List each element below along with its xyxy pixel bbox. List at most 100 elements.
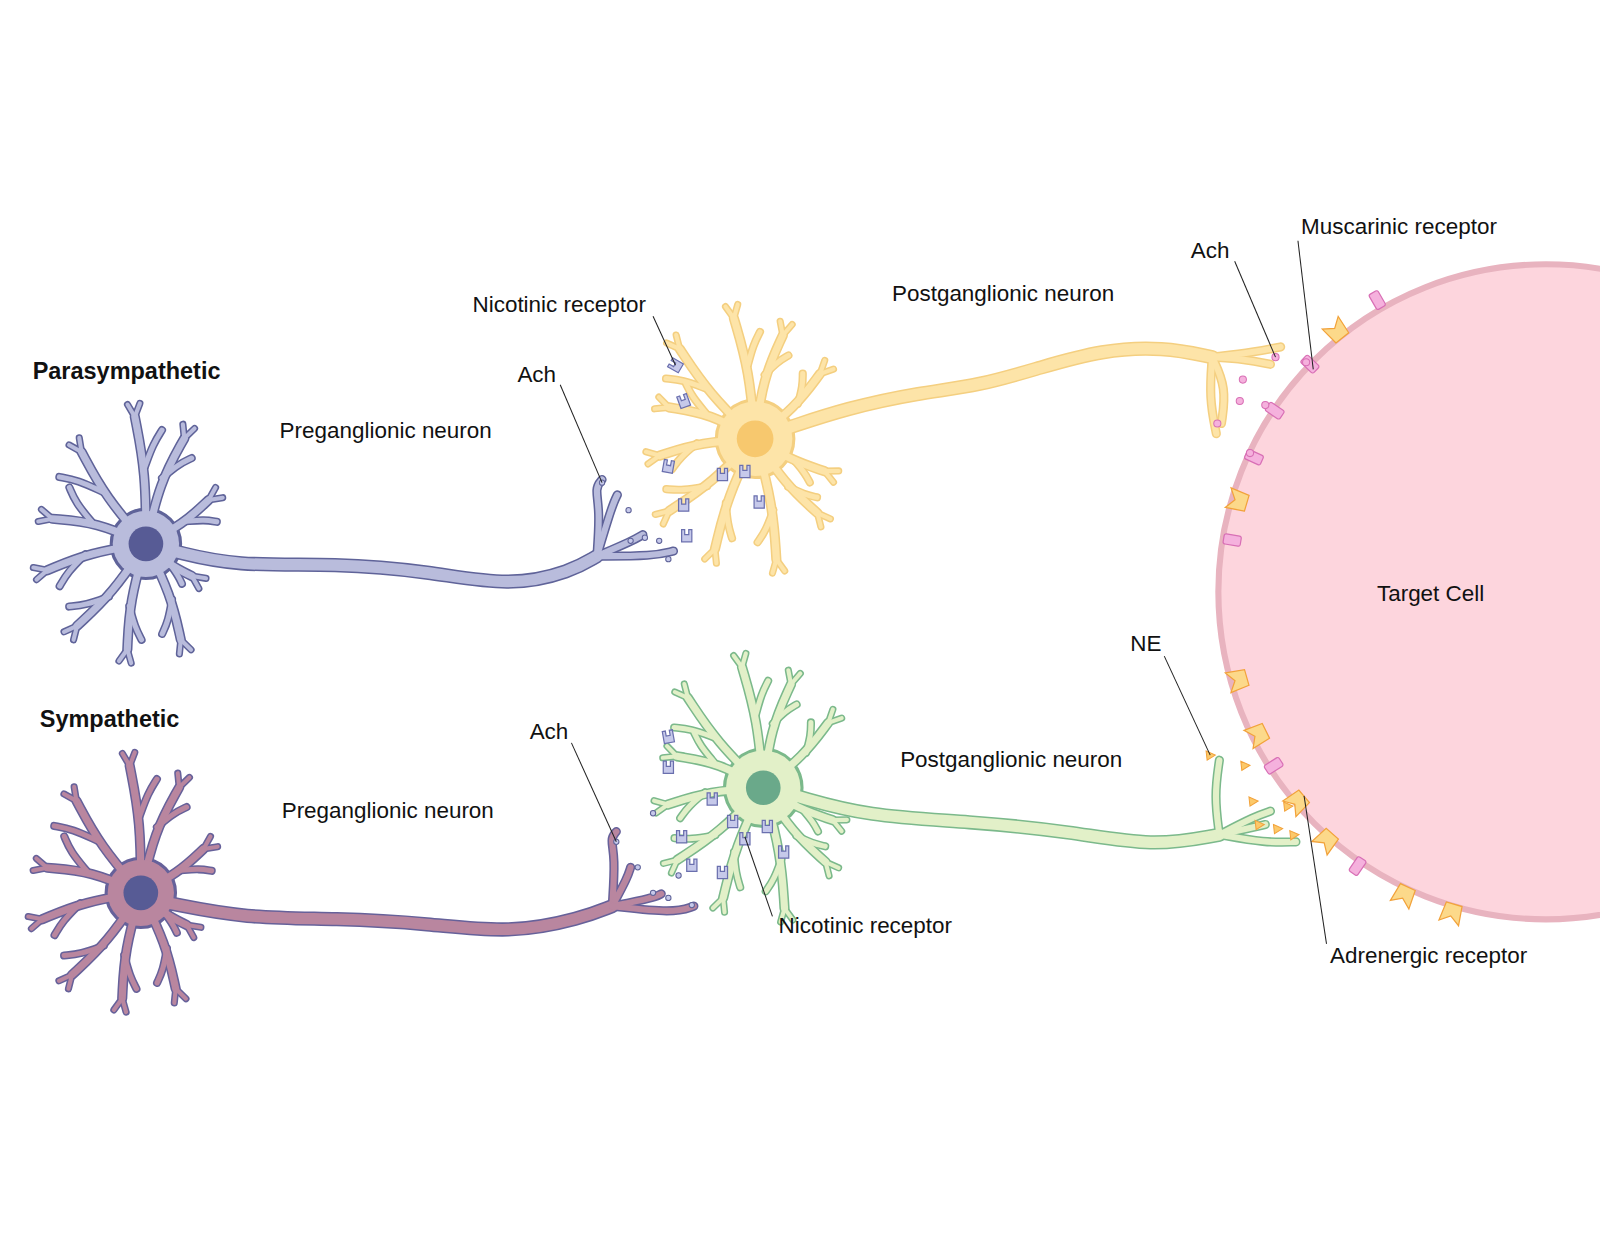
neurite-outline [786, 349, 1213, 429]
leader-line [1304, 796, 1326, 944]
muscarinic-receptor [1244, 449, 1264, 466]
target-cell: Target Cell [1214, 260, 1600, 923]
neurite-outline [119, 649, 127, 661]
neurite-outline [168, 903, 612, 929]
neurite [64, 626, 77, 632]
ach-molecule [1246, 449, 1253, 456]
neurite [826, 862, 830, 876]
neurite [174, 989, 175, 1003]
neurite [783, 324, 792, 335]
adrenergic-receptor [1390, 883, 1417, 909]
neurite [817, 513, 821, 527]
division-heading: Parasympathetic [33, 360, 221, 383]
neurite-outline [1216, 760, 1219, 834]
adrenergic-receptor [1244, 722, 1270, 749]
neurite [773, 704, 797, 723]
part-label: Postganglionic neuron [900, 749, 1122, 771]
neuron [28, 752, 694, 1012]
muscarinic-receptor [1348, 856, 1366, 876]
neurite [187, 925, 194, 937]
neurite [765, 356, 789, 375]
neurite [734, 852, 740, 887]
neurite [772, 559, 776, 573]
neurite [119, 649, 127, 661]
neurite-outline [783, 324, 792, 335]
neurite [803, 810, 818, 831]
neurite [672, 443, 697, 469]
neurite [186, 520, 217, 522]
neurite-outline [74, 787, 76, 801]
part-label: Postganglionic neuron [892, 283, 1114, 305]
neurite-outline [742, 653, 746, 667]
neurite [69, 487, 91, 521]
neuron [654, 653, 1296, 922]
neurite [788, 487, 817, 497]
soma [726, 751, 800, 825]
ne-molecule [1206, 751, 1215, 760]
neurite [795, 462, 810, 483]
neurite [655, 511, 669, 515]
ach-molecule [666, 895, 671, 900]
neurite [157, 948, 167, 982]
neurite-outline [174, 989, 175, 1003]
neurite [135, 403, 140, 416]
neurite [798, 373, 803, 403]
nucleus [746, 770, 781, 805]
nucleus [123, 876, 158, 911]
neurite-outline [796, 796, 1219, 842]
neurite [36, 858, 47, 867]
leader-line [560, 385, 602, 483]
neurite [140, 779, 157, 816]
cell-membrane [1218, 264, 1600, 919]
neurite [33, 568, 47, 571]
neurite [192, 576, 199, 588]
neurite [69, 597, 109, 607]
part-label: Nicotinic receptor [779, 914, 952, 936]
nucleus [129, 527, 164, 562]
adrenergic-receptor [1312, 827, 1340, 855]
neurite [59, 975, 72, 981]
neurite [54, 826, 97, 841]
neurite-outline [756, 681, 768, 715]
neurite-outline [130, 752, 135, 765]
neurite [786, 349, 1213, 429]
neurite-outline [1219, 835, 1296, 842]
division-heading: Sympathetic [40, 708, 180, 731]
neurite-outline [181, 869, 212, 871]
muscarinic-receptor [1223, 534, 1242, 547]
neurite [55, 903, 81, 935]
nicotinic-receptor [717, 866, 727, 878]
neurite [124, 955, 136, 989]
neurite [166, 915, 177, 932]
nicotinic-receptor [662, 730, 674, 744]
neurite-outline [772, 559, 776, 573]
muscarinic-receptor [1300, 354, 1320, 373]
adrenergic-receptor [1225, 488, 1249, 513]
neurite [663, 860, 677, 864]
part-label: Ach [517, 363, 556, 385]
neurite-outline [666, 486, 707, 490]
neurite [79, 438, 81, 452]
ne-molecule [1284, 802, 1293, 811]
neurite [64, 946, 104, 956]
ne-molecule [1273, 824, 1282, 833]
ach-molecule [650, 890, 655, 895]
neurite-outline [654, 801, 668, 805]
neurite-outline [748, 332, 760, 366]
neurite-outline [646, 452, 660, 456]
ach-molecule [1303, 359, 1310, 366]
neurite [646, 452, 660, 456]
neurite-outline [69, 487, 91, 521]
neurite [41, 509, 52, 518]
neuron [646, 304, 1281, 573]
nicotinic-receptor [663, 761, 673, 773]
neurite [612, 906, 694, 911]
neurite [828, 718, 841, 723]
neurite [791, 673, 800, 684]
neurite-outline [64, 836, 86, 870]
part-label: Adrenergic receptor [1330, 945, 1527, 967]
soma [108, 860, 174, 926]
ach-molecule [635, 865, 640, 870]
neurite-outline [612, 906, 694, 911]
